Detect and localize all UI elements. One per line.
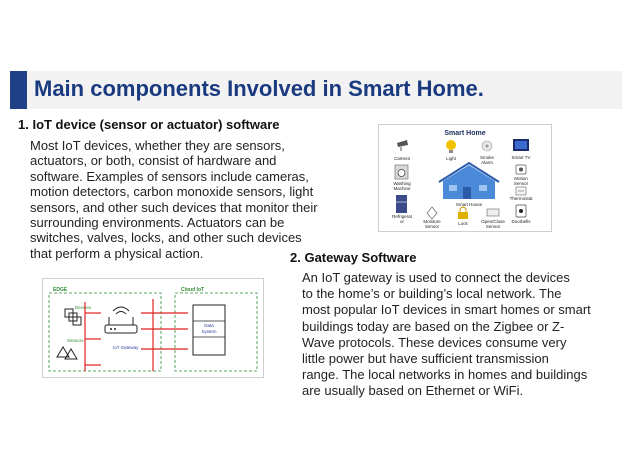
edge-region-border (48, 292, 162, 372)
section1-line: Most IoT devices, whether they are senso… (30, 138, 285, 153)
smoke-alarm-icon (481, 140, 493, 152)
cloud-region-border (174, 292, 258, 372)
lock-label: Lock (458, 221, 468, 226)
open-close-sensor-icon (486, 208, 500, 217)
light-label: Light (446, 156, 457, 161)
section2-line: An IoT gateway is used to connect the de… (302, 270, 570, 285)
smart-house-label: Smart House (456, 202, 483, 207)
edge-arrows (84, 302, 101, 371)
section2-line: are usually based on Ethernet or WiFi. (302, 383, 524, 399)
section1-line: sensors, and other such devices that mon… (30, 199, 318, 215)
smart-house-icon (438, 161, 500, 199)
light-bulb-icon (446, 140, 456, 153)
section2-line: buildings today are based on the Zigbee … (302, 318, 565, 334)
section1-line: surrounding environments. Actuators can … (30, 215, 285, 231)
data-label1: Data (204, 323, 214, 328)
devices-icon (64, 308, 82, 326)
data-label2: System (201, 329, 216, 334)
refrigerator-label1: Refrigerat (392, 214, 413, 219)
smart-tv-label: Smart TV (512, 155, 531, 160)
smart-home-figure: Smart Home Camera Light Smoke Alarm Smar… (378, 124, 552, 232)
cloud-iot-label: Cloud IoT (181, 287, 204, 293)
section1-paragraph: Most IoT devices, whether they are senso… (30, 138, 330, 261)
smart-home-title: Smart Home (444, 130, 485, 137)
thermostat-icon (515, 186, 527, 196)
router-icon (104, 306, 138, 334)
section2-heading: 2. Gateway Software (290, 250, 417, 265)
title-accent-bar (10, 71, 27, 109)
iot-gateway-label: IoT Gateway (113, 345, 139, 350)
section1-heading: 1. IoT device (sensor or actuator) softw… (18, 117, 280, 132)
section2-line: little power but have sufficient transmi… (302, 351, 549, 367)
washing-machine-label1: Washing (393, 181, 411, 186)
cloud-arrows (141, 299, 188, 371)
moisture-sensor-label1: Moisture (423, 219, 441, 224)
sensors-icon (56, 346, 78, 360)
section2-paragraph: An IoT gateway is used to connect the de… (302, 270, 602, 400)
section1-line: motion detectors, carbon monoxide sensor… (30, 184, 314, 200)
gateway-figure: EDGE Cloud IoT Devices Sensors (42, 278, 264, 378)
smoke-alarm-label1: Smoke (480, 155, 495, 160)
section1-line: that perform a physical action. (30, 245, 204, 261)
devices-label: Devices (75, 305, 92, 310)
data-system-icon (192, 304, 226, 356)
refrigerator-icon (396, 195, 407, 213)
section2-line: range. The local networks in homes and b… (302, 367, 588, 383)
camera-label: Camera (394, 156, 411, 161)
section2-line: most popular IoT devices in smart homes … (302, 302, 591, 318)
moisture-sensor-label2: Sensor (425, 224, 440, 229)
motion-sensor-label1: Motion (514, 176, 528, 181)
gateway-diagram: EDGE Cloud IoT Devices Sensors (48, 287, 258, 372)
camera-icon (397, 140, 408, 151)
doorbell-icon (515, 204, 527, 218)
moisture-sensor-icon (426, 206, 438, 220)
edge-label: EDGE (53, 287, 68, 293)
motion-sensor-label2: Sensor (514, 181, 529, 186)
open-close-sensor-label2: Sensor (486, 224, 501, 229)
thermostat-label: Thermostat (510, 196, 534, 201)
washing-machine-label2: Machine (393, 186, 411, 191)
title-band (10, 71, 622, 109)
open-close-sensor-label1: Open/Close (481, 219, 505, 224)
washing-machine-icon (394, 164, 409, 180)
doorbell-label: Doorbells (511, 219, 531, 224)
lock-icon (458, 206, 468, 219)
smart-tv-icon (513, 139, 529, 151)
smoke-alarm-label2: Alarm (481, 160, 493, 165)
section2-line: to the home’s or building’s local networ… (302, 286, 562, 302)
slide-title: Main components Involved in Smart Home. (34, 76, 484, 101)
smart-home-diagram: Smart Home Camera Light Smoke Alarm Smar… (392, 130, 534, 229)
motion-sensor-icon (515, 164, 527, 175)
refrigerator-label2: or (400, 219, 405, 224)
sensors-label: Sensors (67, 338, 84, 343)
section1-line: actuators, or both, consist of hardware … (30, 153, 277, 169)
section2-line: Wave protocols. These devices consume ve… (302, 334, 567, 350)
section1-line: software. Examples of sensors include ca… (30, 168, 309, 184)
section1-line: switches, valves, locks, and other such … (30, 230, 302, 246)
